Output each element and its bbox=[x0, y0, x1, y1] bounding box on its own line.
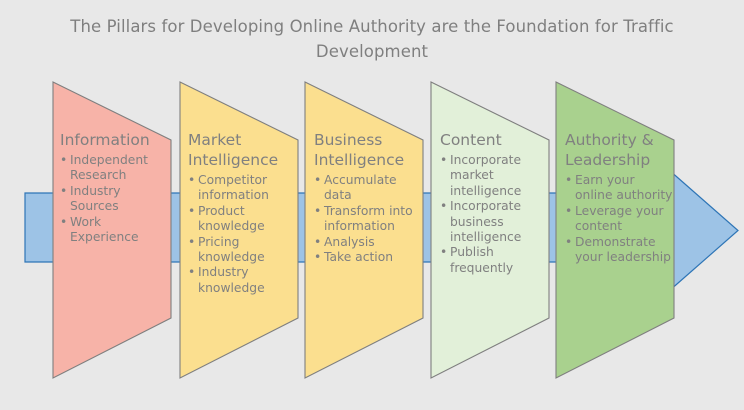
pillar-bullet-list-market-intelligence: •Competitor information •Product knowled… bbox=[188, 173, 292, 296]
list-item-label: Analysis bbox=[324, 234, 375, 249]
pillar-heading-market-intelligence: Market Intelligence bbox=[188, 131, 279, 169]
list-item: •Incorporate business intelligence bbox=[440, 199, 544, 245]
list-item: •Industry knowledge bbox=[188, 265, 292, 296]
list-item-label: Publish frequently bbox=[450, 245, 514, 275]
bullet-icon: • bbox=[314, 203, 322, 218]
list-item-label: Work Experience bbox=[70, 214, 139, 245]
bullet-icon: • bbox=[314, 234, 322, 249]
bullet-icon: • bbox=[565, 234, 573, 249]
bullet-icon: • bbox=[188, 203, 196, 218]
pillar-market-intelligence[interactable]: Market Intelligence •Competitor informat… bbox=[188, 130, 292, 296]
list-item: •Industry Sources bbox=[60, 184, 164, 215]
list-item-label: Demonstrate your leadership bbox=[575, 234, 671, 265]
list-item-label: Independent Research bbox=[70, 153, 148, 183]
pillar-business-intelligence[interactable]: Business Intelligence •Accumulate data •… bbox=[314, 130, 420, 265]
list-item: •Incorporate market intelligence bbox=[440, 153, 544, 199]
pillar-shape-market-intelligence[interactable] bbox=[179, 81, 299, 379]
bullet-icon: • bbox=[60, 183, 68, 198]
list-item-label: Pricing knowledge bbox=[198, 234, 265, 265]
bullet-icon: • bbox=[60, 153, 68, 167]
list-item-label: Product knowledge bbox=[198, 203, 265, 234]
list-item: •Independent Research bbox=[60, 153, 164, 184]
list-item: •Product knowledge bbox=[188, 204, 292, 235]
bullet-icon: • bbox=[440, 245, 448, 260]
list-item: •Publish frequently bbox=[440, 245, 544, 276]
list-item-label: Take action bbox=[324, 250, 394, 265]
pillar-heading-information: Information bbox=[60, 131, 150, 149]
list-item-label: Transform into information bbox=[324, 203, 413, 234]
pillar-bullet-list-information: •Independent Research •Industry Sources … bbox=[60, 153, 164, 245]
pillar-bullet-list-authority-leadership: •Earn your online authority •Leverage yo… bbox=[565, 173, 675, 265]
bullet-icon: • bbox=[565, 173, 573, 187]
page-title: The Pillars for Developing Online Author… bbox=[70, 17, 674, 61]
bullet-icon: • bbox=[188, 173, 196, 187]
pillar-shape-business-intelligence[interactable] bbox=[304, 81, 424, 379]
bullet-icon: • bbox=[440, 199, 448, 214]
bullet-icon: • bbox=[440, 153, 448, 167]
bullet-icon: • bbox=[188, 234, 196, 249]
pillar-bullet-list-content: •Incorporate market intelligence •Incorp… bbox=[440, 153, 544, 276]
bullet-icon: • bbox=[314, 250, 322, 265]
pillar-authority-leadership[interactable]: Authority & Leadership •Earn your online… bbox=[565, 130, 675, 265]
list-item-label: Industry Sources bbox=[70, 183, 121, 214]
list-item: •Take action bbox=[314, 250, 420, 265]
pillar-heading-content: Content bbox=[440, 131, 502, 149]
list-item-label: Accumulate data bbox=[324, 173, 397, 203]
list-item: •Pricing knowledge bbox=[188, 235, 292, 266]
list-item: •Work Experience bbox=[60, 215, 164, 246]
list-item-label: Incorporate market intelligence bbox=[450, 153, 522, 198]
pillar-heading-authority-leadership: Authority & Leadership bbox=[565, 131, 654, 169]
list-item-label: Leverage your content bbox=[575, 203, 664, 234]
list-item: •Leverage your content bbox=[565, 204, 675, 235]
pillar-information[interactable]: Information •Independent Research •Indus… bbox=[60, 130, 164, 245]
list-item: •Analysis bbox=[314, 235, 420, 250]
pillar-shape-information[interactable] bbox=[52, 81, 172, 379]
pillar-heading-business-intelligence: Business Intelligence bbox=[314, 131, 405, 169]
bullet-icon: • bbox=[314, 173, 322, 187]
pillar-shape-authority-leadership[interactable] bbox=[555, 81, 675, 379]
list-item-label: Industry knowledge bbox=[198, 265, 265, 295]
bullet-icon: • bbox=[60, 214, 68, 229]
list-item-label: Earn your online authority bbox=[575, 173, 673, 203]
pillar-bullet-list-business-intelligence: •Accumulate data •Transform into informa… bbox=[314, 173, 420, 265]
list-item-label: Competitor information bbox=[198, 173, 269, 203]
list-item: •Demonstrate your leadership bbox=[565, 235, 675, 266]
list-item: •Accumulate data bbox=[314, 173, 420, 204]
list-item-label: Incorporate business intelligence bbox=[450, 199, 522, 245]
pillar-content[interactable]: Content •Incorporate market intelligence… bbox=[440, 130, 544, 276]
pillar-shape-content[interactable] bbox=[430, 81, 550, 379]
list-item: •Transform into information bbox=[314, 204, 420, 235]
list-item: •Competitor information bbox=[188, 173, 292, 204]
list-item: •Earn your online authority bbox=[565, 173, 675, 204]
bullet-icon: • bbox=[188, 265, 196, 280]
bullet-icon: • bbox=[565, 203, 573, 218]
